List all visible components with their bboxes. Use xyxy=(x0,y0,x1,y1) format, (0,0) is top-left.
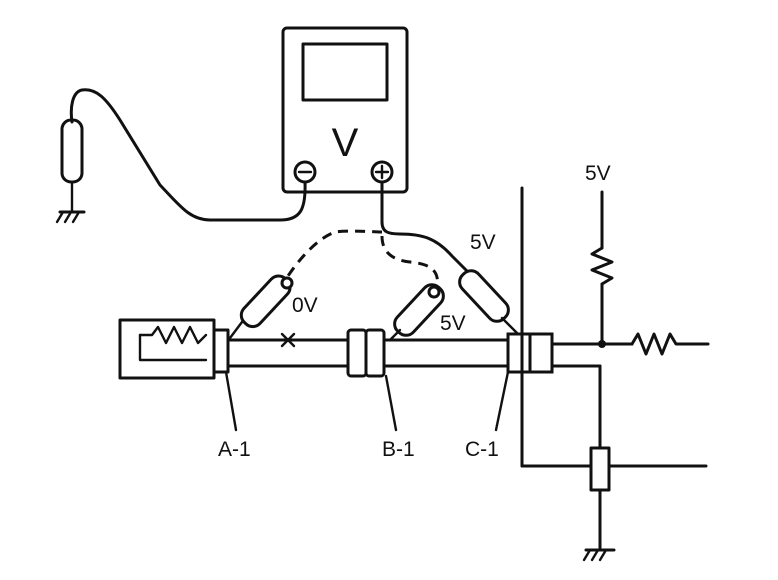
voltmeter-icon: V xyxy=(281,26,409,194)
test-probe-a xyxy=(228,274,294,340)
dashed-lead-a xyxy=(286,229,383,277)
negative-lead xyxy=(55,88,307,224)
label-a1: A-1 xyxy=(218,438,251,461)
ground-icon xyxy=(55,210,86,224)
positive-lead xyxy=(380,180,480,284)
label-probe-a-voltage: 0V xyxy=(292,294,318,317)
ecu-ground-icon xyxy=(582,548,616,562)
test-probe-c xyxy=(458,269,520,336)
wire-harness xyxy=(226,332,510,368)
label-probe-b-voltage: 5V xyxy=(440,312,466,335)
connector-b1 xyxy=(346,328,386,378)
connector-c1 xyxy=(506,332,554,374)
label-probe-c-voltage: 5V xyxy=(470,231,496,254)
ground-probe-icon xyxy=(60,118,84,184)
label-supply-voltage: 5V xyxy=(585,162,611,185)
leader-lines xyxy=(224,370,510,432)
test-probe-b xyxy=(388,283,445,342)
pullup-resistor-icon xyxy=(590,246,614,286)
dashed-lead-b xyxy=(380,235,440,289)
meter-unit-label: V xyxy=(332,121,359,165)
ground-resistor-icon xyxy=(589,446,611,492)
label-b1: B-1 xyxy=(382,438,415,461)
series-resistor-icon xyxy=(630,332,682,356)
open-circuit-mark xyxy=(280,332,296,348)
label-c1: C-1 xyxy=(465,438,499,461)
sensor-icon xyxy=(118,318,230,380)
ecu-wiring xyxy=(520,186,710,562)
